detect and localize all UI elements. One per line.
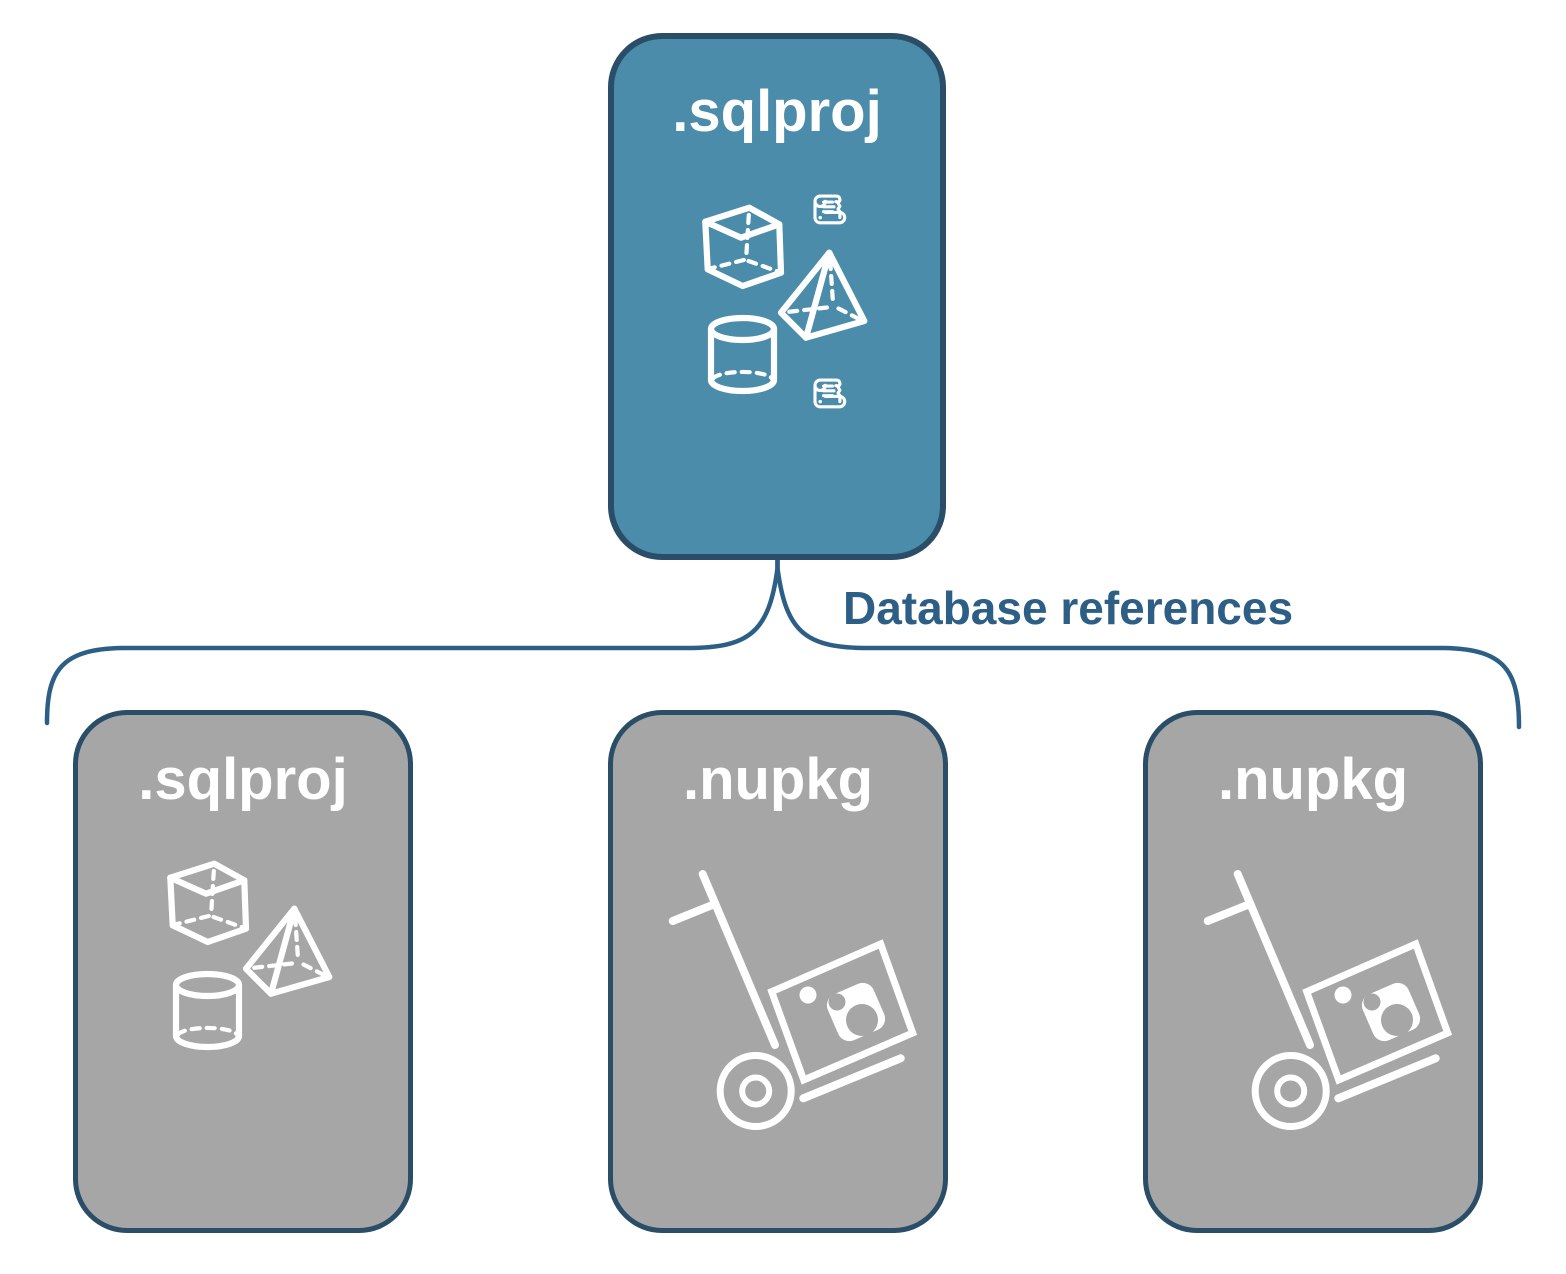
parent-box-sqlproj: .sqlproj [608,33,946,560]
geometric-shapes-icon [161,847,361,1067]
parent-box-label: .sqlproj [672,79,882,144]
child-box-sqlproj: .sqlproj [73,710,413,1233]
child-box-nupkg: .nupkg [1143,710,1483,1233]
child-box-label: .nupkg [682,747,874,812]
child-box-label: .sqlproj [138,747,348,812]
connector-label: Database references [843,582,1294,634]
hand-truck-icon [660,850,940,1140]
child-box-label: .nupkg [1217,747,1409,812]
scroll-icon [802,361,854,417]
child-box-nupkg: .nupkg [608,710,948,1233]
hand-truck-icon [1195,850,1475,1140]
geometric-shapes-icon [696,191,896,411]
